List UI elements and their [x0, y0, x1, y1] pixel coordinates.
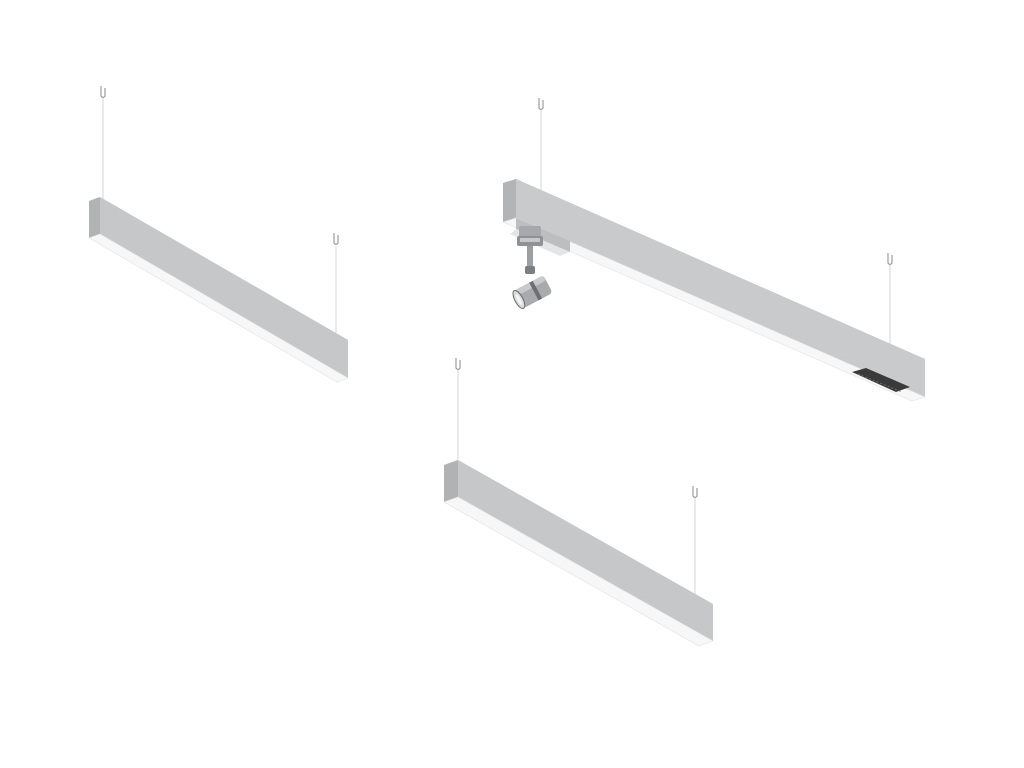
linear-luminaire-with-spotlight [502, 98, 926, 402]
housing-side [100, 197, 348, 378]
suspension-hook-icon [692, 486, 698, 499]
housing-end [444, 460, 458, 502]
track-slot [852, 368, 910, 392]
suspension-hook-icon [455, 358, 461, 371]
housing-end [503, 179, 516, 222]
housing-side [516, 179, 925, 397]
linear-luminaire-left [88, 86, 349, 383]
linear-luminaire-bottom [443, 358, 714, 647]
suspension-hook-icon [538, 98, 544, 111]
diffuser-strip [502, 217, 926, 402]
diffuser-strip [443, 496, 714, 647]
diffuser-strip [88, 233, 349, 383]
suspension-hook-icon [333, 233, 339, 246]
spotlight-adapter-icon [512, 226, 552, 310]
suspension-hook-icon [100, 86, 106, 99]
housing-side [458, 460, 713, 641]
housing-end [89, 197, 100, 238]
suspension-hook-icon [887, 253, 893, 266]
